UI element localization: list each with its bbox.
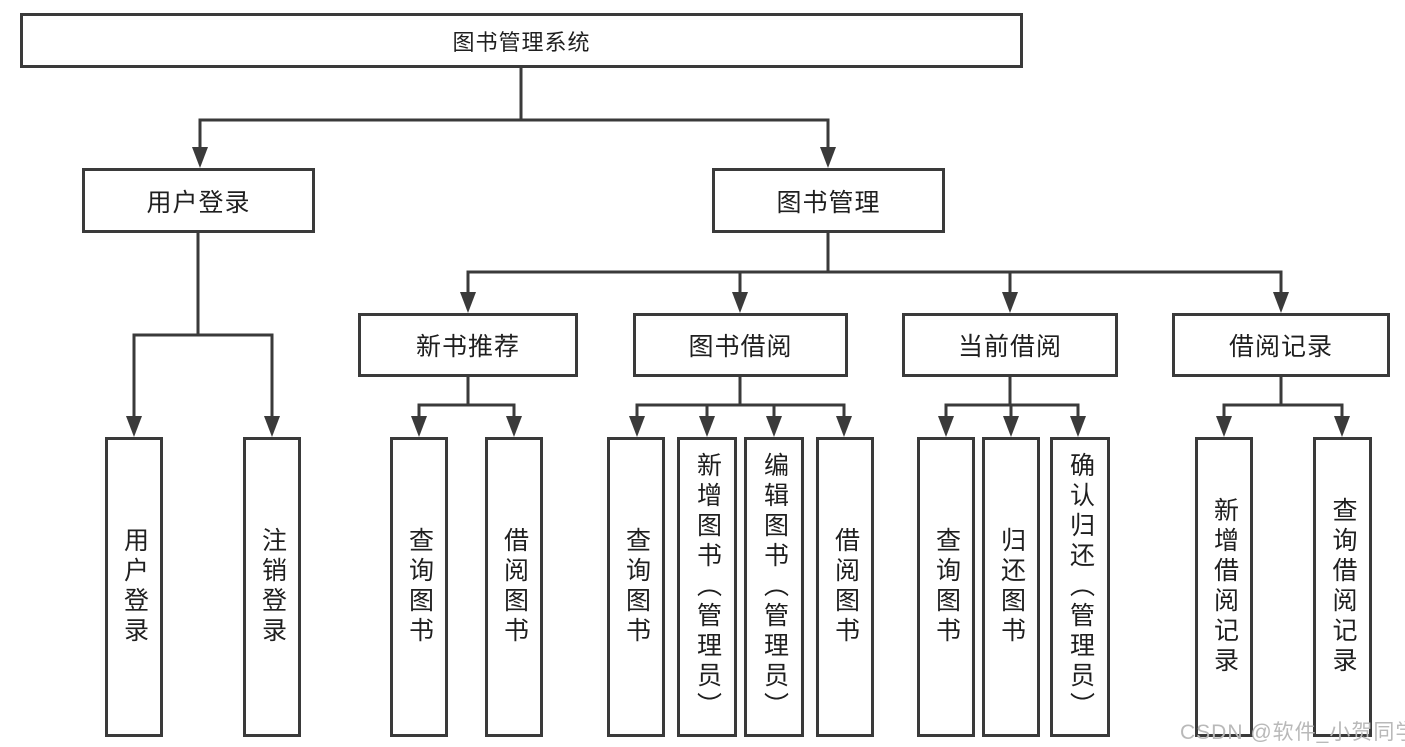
leaf-query-books-2: 查询图书: [607, 437, 665, 737]
node-root-system: 图书管理系统: [20, 13, 1023, 68]
node-book-borrow: 图书借阅: [633, 313, 848, 377]
leaf-label: 查询借阅记录: [1329, 497, 1357, 677]
leaf-borrow-books-1: 借阅图书: [485, 437, 543, 737]
leaf-borrow-books-2: 借阅图书: [816, 437, 874, 737]
leaf-logout: 注销登录: [243, 437, 301, 737]
leaf-label: 用户登录: [120, 527, 149, 647]
leaf-label: 借阅图书: [831, 527, 860, 647]
node-new-book-recommend: 新书推荐: [358, 313, 578, 377]
leaf-label: 查询图书: [622, 527, 651, 647]
leaf-add-borrow-record: 新增借阅记录: [1195, 437, 1253, 737]
leaf-add-books-admin: 新增图书（管理员）: [677, 437, 737, 737]
leaf-query-books-1: 查询图书: [390, 437, 448, 737]
leaf-confirm-return-admin: 确认归还（管理员）: [1050, 437, 1110, 737]
leaf-label: 查询图书: [405, 527, 434, 647]
csdn-watermark: CSDN @软件_小贺同学: [1180, 721, 1405, 744]
leaf-edit-books-admin: 编辑图书（管理员）: [744, 437, 804, 737]
leaf-label: 新增借阅记录: [1210, 497, 1239, 677]
leaf-label: 新增图书（管理员）: [693, 452, 722, 722]
leaf-user-login: 用户登录: [105, 437, 163, 737]
node-current-borrow: 当前借阅: [902, 313, 1118, 377]
node-book-management: 图书管理: [712, 168, 945, 233]
leaf-return-books: 归还图书: [982, 437, 1040, 737]
leaf-query-books-3: 查询图书: [917, 437, 975, 737]
leaf-label: 查询图书: [932, 527, 961, 647]
node-borrow-records: 借阅记录: [1172, 313, 1390, 377]
leaf-label: 编辑图书（管理员）: [760, 452, 789, 722]
leaf-label: 确认归还（管理员）: [1066, 452, 1095, 722]
leaf-label: 借阅图书: [500, 527, 529, 647]
leaf-label: 注销登录: [258, 527, 287, 647]
leaf-query-borrow-record: 查询借阅记录: [1313, 437, 1372, 737]
node-user-login: 用户登录: [82, 168, 315, 233]
leaf-label: 归还图书: [997, 527, 1026, 647]
